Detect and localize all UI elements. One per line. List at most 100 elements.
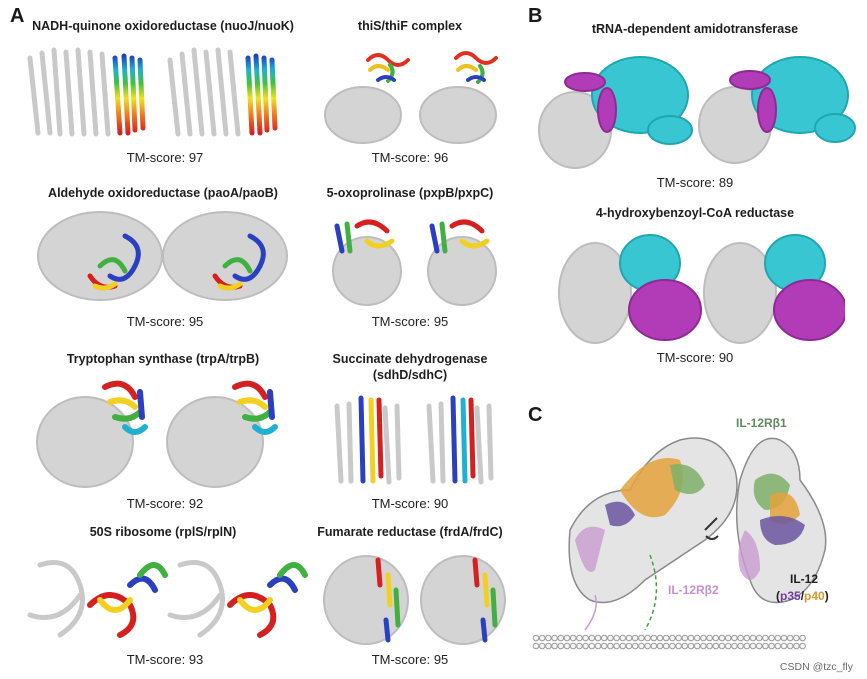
membrane-lipid: [743, 634, 751, 642]
membrane-lipid: [613, 634, 620, 642]
membrane-lipid: [693, 634, 701, 642]
membrane-lipid: [768, 634, 775, 642]
membrane-lipid: [600, 634, 608, 642]
membrane-lipid: [743, 642, 751, 650]
membrane-lipid: [712, 634, 720, 642]
paren-close: ): [824, 589, 829, 603]
membrane-lipid: [799, 642, 806, 650]
membrane-lipid: [724, 634, 732, 642]
membrane-lipid: [662, 634, 670, 642]
structure-this-thif: [324, 51, 498, 144]
membrane-lipid: [737, 642, 744, 650]
membrane-lipid: [545, 642, 552, 650]
structure-nuoj-nuok: [27, 47, 278, 137]
panel-a-score-4: TM-score: 95: [371, 314, 449, 329]
label-il12-subunits: (p35/p40): [776, 589, 829, 603]
membrane-lipid: [669, 642, 676, 650]
panel-label-a: A: [10, 5, 25, 27]
membrane-lipid: [780, 642, 788, 650]
label-p40: p40: [804, 589, 825, 603]
membrane-lipid: [582, 634, 589, 642]
panel-a-score-7: TM-score: 93: [126, 652, 204, 667]
membrane-lipid: [600, 642, 608, 650]
membrane-lipid: [538, 642, 546, 650]
membrane-lipid: [563, 634, 571, 642]
membrane-lipid: [762, 642, 769, 650]
label-il12rb2: IL-12Rβ2: [668, 583, 719, 597]
membrane-lipid: [557, 642, 565, 650]
membrane-lipid: [631, 642, 639, 650]
membrane-lipid: [557, 634, 565, 642]
membrane-lipid: [755, 634, 763, 642]
membrane-lipid: [762, 634, 769, 642]
structure-rpls-rpln: [27, 560, 308, 638]
membrane-lipid: [712, 642, 720, 650]
structure-trpa-trpb: [36, 380, 278, 488]
membrane-lipid: [706, 634, 713, 642]
membrane-lipid: [638, 642, 645, 650]
slash: /: [800, 589, 805, 603]
membrane-lipid: [731, 634, 738, 642]
panel-label-c: C: [528, 404, 543, 426]
membrane-lipid: [681, 642, 689, 650]
membrane-lipid: [607, 642, 614, 650]
structure-paoa-paob: [37, 211, 288, 301]
membrane-lipid: [799, 634, 806, 642]
membrane-lipid: [780, 634, 788, 642]
panel-a-title-3: Aldehyde oxidoreductase (paoA/paoB): [48, 186, 278, 200]
membrane-lipid: [706, 642, 713, 650]
membrane-lipid: [737, 634, 744, 642]
label-p35: p35: [780, 589, 801, 603]
panel-a-title-4: 5-oxoprolinase (pxpB/pxpC): [326, 186, 494, 200]
membrane-lipid: [532, 642, 540, 650]
membrane-lipid: [613, 642, 620, 650]
membrane-lipid: [594, 642, 602, 650]
structure-frda-frdc: [323, 555, 506, 645]
membrane-lipid: [638, 634, 645, 642]
membrane-lipid: [693, 642, 701, 650]
membrane-lipid: [662, 642, 670, 650]
membrane-lipid: [644, 634, 651, 642]
membrane-lipid: [793, 642, 800, 650]
panel-b-title-2: 4-hydroxybenzoyl-CoA reductase: [595, 206, 795, 220]
label-il12: IL-12: [790, 572, 819, 586]
panel-b-score-1: TM-score: 89: [656, 175, 734, 190]
membrane-lipid: [675, 634, 682, 642]
panel-label-b: B: [528, 5, 543, 27]
panel-a-title-7: 50S ribosome (rplS/rplN): [89, 525, 237, 539]
membrane-lipid: [687, 642, 695, 650]
panel-a-title-6-line2: (sdhD/sdhC): [372, 368, 448, 382]
membrane-lipid: [650, 642, 658, 650]
structure-trna-amidotransferase: [538, 56, 856, 169]
membrane-lipid: [718, 642, 726, 650]
membrane-lipid: [625, 634, 633, 642]
membrane-lipid: [532, 634, 540, 642]
membrane-lipid: [687, 634, 695, 642]
membrane-lipid: [619, 634, 627, 642]
membrane-lipid: [793, 634, 800, 642]
membrane-lipid: [607, 634, 614, 642]
membrane-lipid: [669, 634, 676, 642]
membrane-lipid: [538, 634, 546, 642]
membrane-lipid: [755, 642, 763, 650]
membrane-lipid: [576, 642, 583, 650]
membrane-lipid: [569, 642, 577, 650]
membrane-lipid: [749, 642, 757, 650]
membrane-lipid: [724, 642, 732, 650]
membrane-lipid: [700, 642, 707, 650]
paren-open: (: [776, 589, 780, 603]
membrane-lipid: [749, 634, 757, 642]
label-il12rb1: IL-12Rβ1: [736, 416, 787, 430]
panel-a-score-3: TM-score: 95: [126, 314, 204, 329]
membrane-lipid: [551, 634, 558, 642]
panel-a-score-1: TM-score: 97: [126, 150, 204, 165]
membrane-lipid: [545, 634, 552, 642]
structure-il12-receptor-complex: [532, 437, 827, 650]
watermark: CSDN @tzc_fly: [779, 661, 853, 673]
membrane-lipid: [786, 634, 794, 642]
membrane-lipid: [625, 642, 633, 650]
membrane-lipid: [774, 642, 782, 650]
membrane-lipid: [700, 634, 707, 642]
membrane-lipid: [774, 634, 782, 642]
membrane-lipid: [582, 642, 589, 650]
